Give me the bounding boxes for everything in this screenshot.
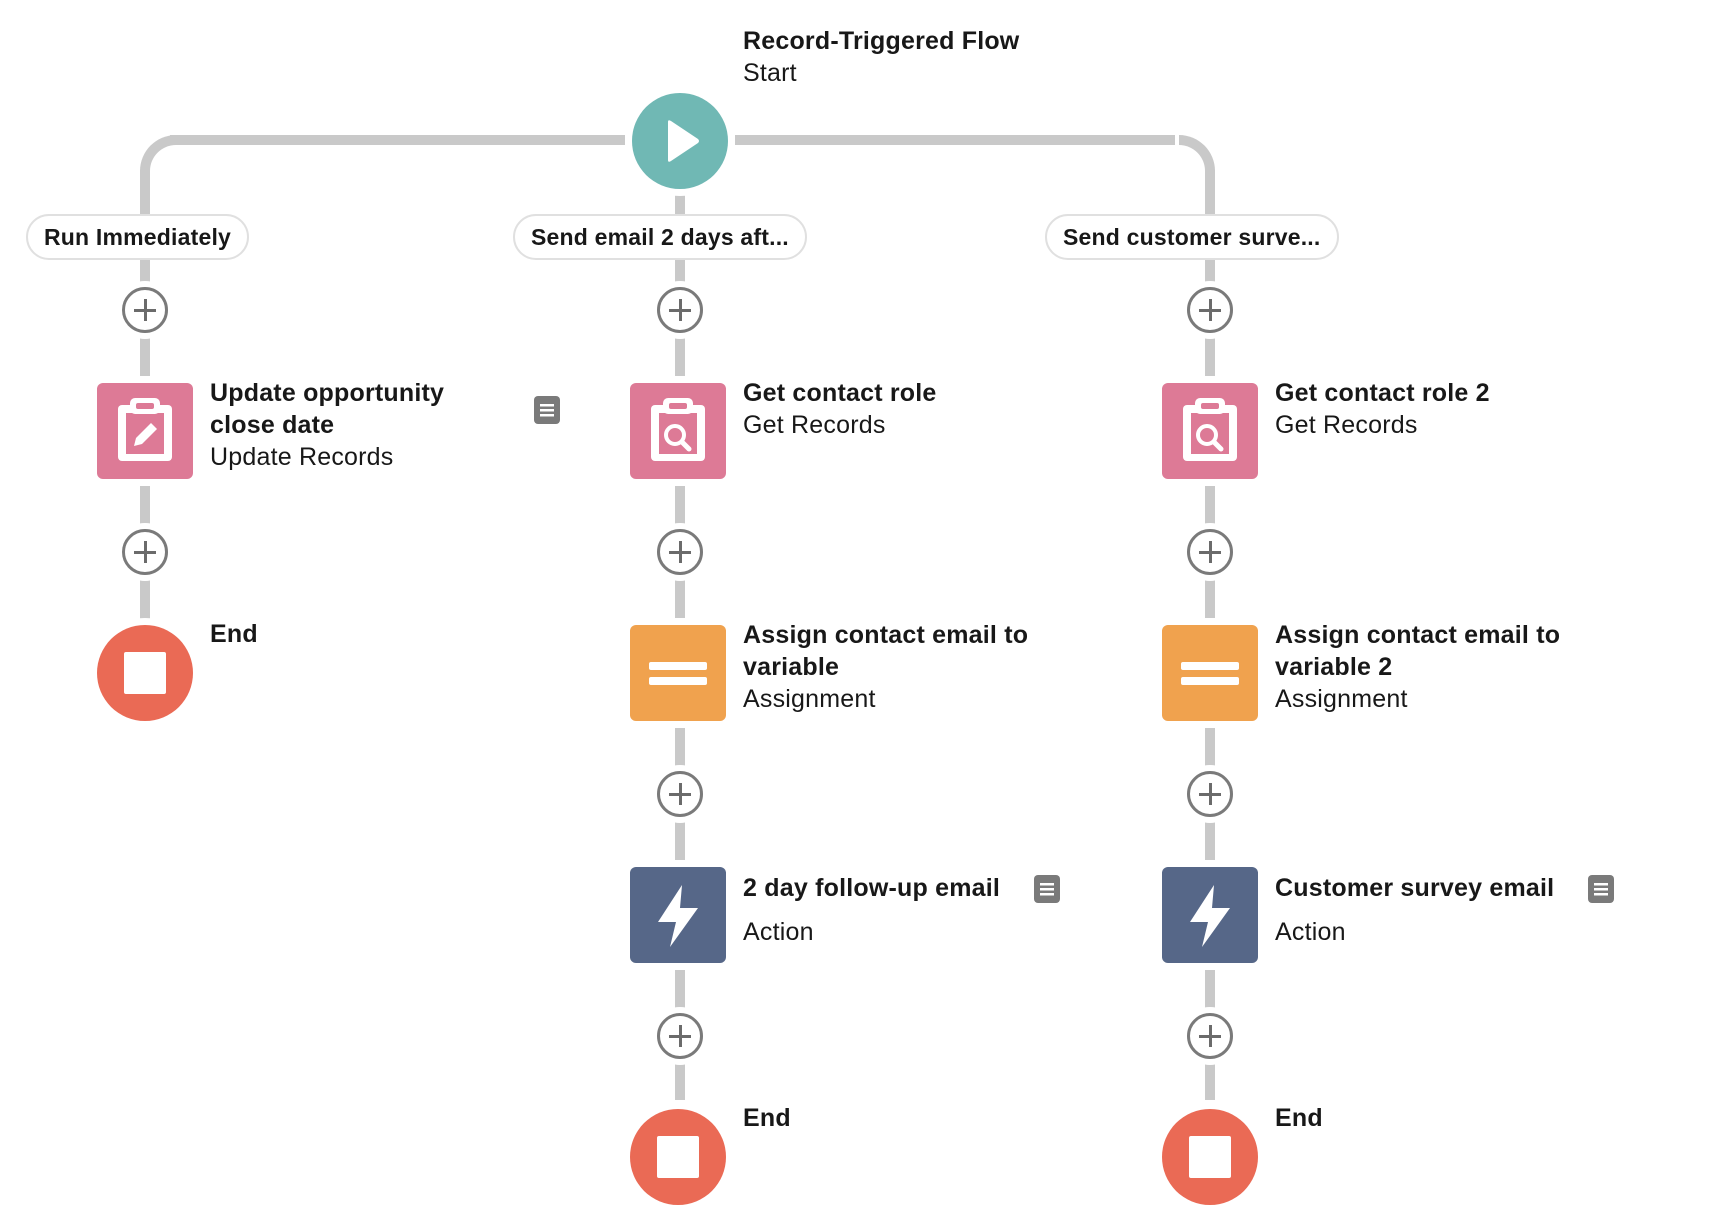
element-title: Update opportunity: [210, 379, 445, 407]
start-subtitle: Start: [743, 59, 797, 87]
assignment-label: Assign contact email to variable Assignm…: [743, 619, 1028, 715]
connector-line: [140, 135, 176, 171]
update-records-node[interactable]: [97, 383, 193, 479]
element-type: Action: [743, 918, 814, 946]
connector-line: [1179, 135, 1215, 171]
path-label-run-immediately[interactable]: Run Immediately: [26, 214, 250, 260]
description-icon[interactable]: [1588, 875, 1614, 903]
assignment-label: Assign contact email to variable 2 Assig…: [1275, 619, 1560, 715]
add-element-button[interactable]: [1187, 771, 1233, 817]
update-records-label: Update opportunity close date Update Rec…: [210, 377, 444, 473]
assignment-node[interactable]: [630, 625, 726, 721]
end-node[interactable]: [1162, 1109, 1258, 1205]
element-title: Assign contact email to: [743, 621, 1029, 649]
add-element-button[interactable]: [657, 529, 703, 575]
description-icon[interactable]: [1034, 875, 1060, 903]
get-records-node[interactable]: [1162, 383, 1258, 479]
assignment-node[interactable]: [1162, 625, 1258, 721]
element-title: Get contact role: [743, 379, 937, 407]
description-icon[interactable]: [534, 396, 560, 424]
equals-icon: [649, 662, 707, 685]
element-title: close date: [210, 411, 335, 439]
stop-icon: [657, 1136, 699, 1178]
element-type: Get Records: [743, 411, 886, 439]
play-icon: [668, 120, 699, 162]
element-title: 2 day follow-up email: [743, 874, 1001, 902]
end-label-container: End: [743, 1102, 791, 1134]
element-type: Assignment: [1275, 685, 1408, 713]
get-records-label: Get contact role Get Records: [743, 377, 937, 441]
clipboard-search-icon: [1183, 398, 1237, 461]
end-label: End: [1275, 1104, 1323, 1132]
stop-icon: [1189, 1136, 1231, 1178]
element-type: Get Records: [1275, 411, 1418, 439]
get-records-label: Get contact role 2 Get Records: [1275, 377, 1490, 441]
add-element-button[interactable]: [657, 1013, 703, 1059]
end-node[interactable]: [97, 625, 193, 721]
element-type: Assignment: [743, 685, 876, 713]
element-title: Get contact role 2: [1275, 379, 1490, 407]
path-label-send-survey[interactable]: Send customer surve...: [1045, 214, 1339, 260]
end-label: End: [210, 620, 258, 648]
connector-line: [170, 135, 625, 145]
element-title: Assign contact email to: [1275, 621, 1561, 649]
element-title: variable: [743, 653, 840, 681]
action-label: 2 day follow-up email Action: [743, 872, 1000, 948]
action-node[interactable]: [1162, 867, 1258, 963]
flow-type-title: Record-Triggered Flow: [743, 27, 1020, 55]
action-label: Customer survey email Action: [1275, 872, 1554, 948]
stop-icon: [124, 652, 166, 694]
element-title: variable 2: [1275, 653, 1393, 681]
clipboard-edit-icon: [118, 398, 172, 461]
equals-icon: [1181, 662, 1239, 685]
clipboard-search-icon: [651, 398, 705, 461]
add-element-button[interactable]: [1187, 529, 1233, 575]
start-node[interactable]: [632, 93, 728, 189]
path-label-send-email[interactable]: Send email 2 days aft...: [513, 214, 807, 260]
add-element-button[interactable]: [1187, 287, 1233, 333]
element-type: Action: [1275, 918, 1346, 946]
end-label-container: End: [210, 618, 258, 650]
add-element-button[interactable]: [657, 771, 703, 817]
element-type: Update Records: [210, 443, 394, 471]
lightning-bolt-icon: [658, 885, 698, 947]
add-element-button[interactable]: [122, 287, 168, 333]
element-title: Customer survey email: [1275, 874, 1555, 902]
add-element-button[interactable]: [657, 287, 703, 333]
action-node[interactable]: [630, 867, 726, 963]
end-label-container: End: [1275, 1102, 1323, 1134]
end-label: End: [743, 1104, 791, 1132]
start-label: Record-Triggered Flow Start: [743, 25, 1019, 89]
lightning-bolt-icon: [1190, 885, 1230, 947]
get-records-node[interactable]: [630, 383, 726, 479]
add-element-button[interactable]: [1187, 1013, 1233, 1059]
connector-line: [735, 135, 1175, 145]
add-element-button[interactable]: [122, 529, 168, 575]
end-node[interactable]: [630, 1109, 726, 1205]
